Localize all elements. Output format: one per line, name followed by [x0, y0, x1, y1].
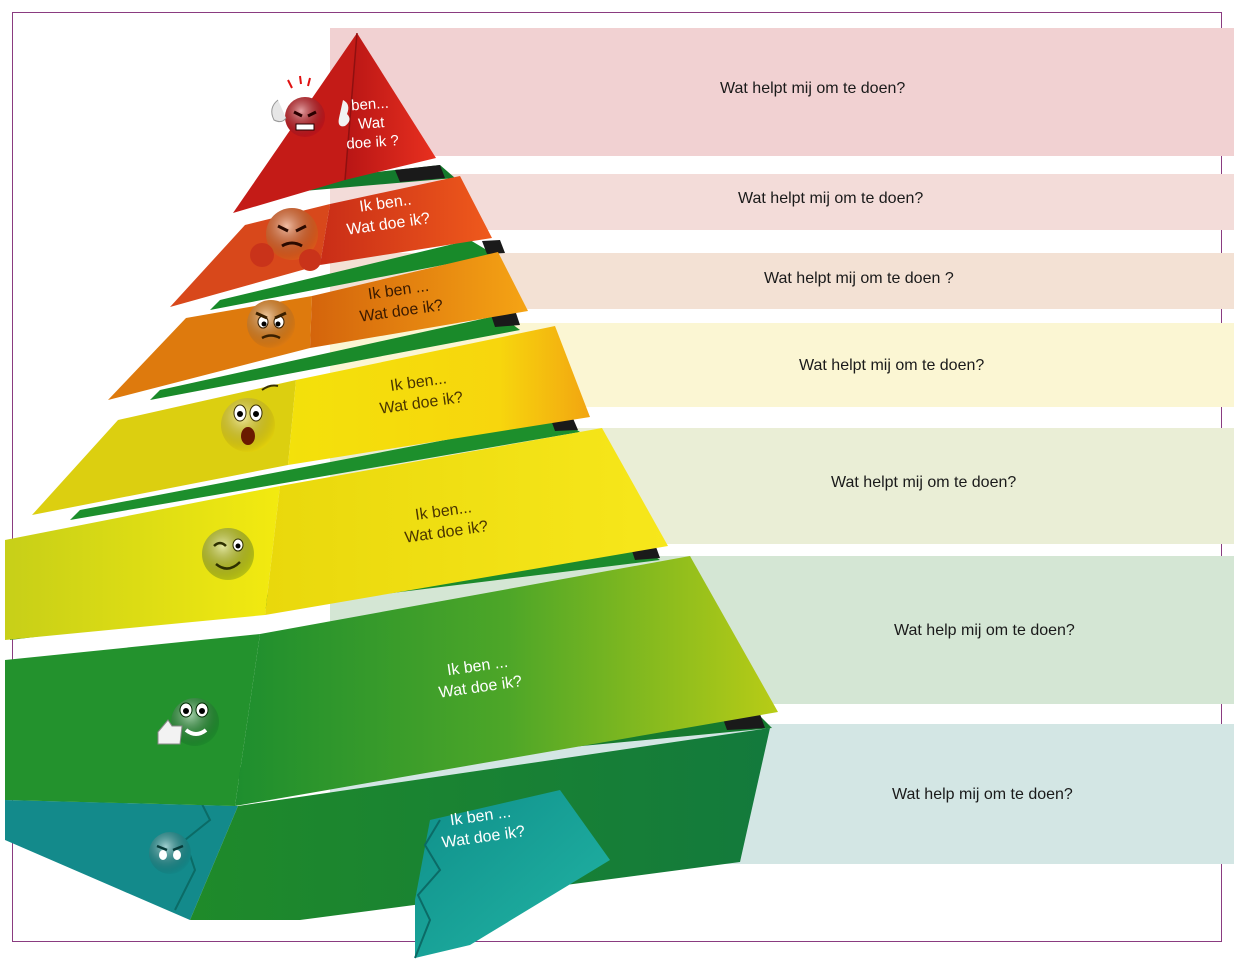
- angry-boxing-face-icon: [250, 208, 321, 271]
- answer-prompt: Wat helpt mij om te doen ?: [764, 270, 954, 287]
- tier-1-label: ben... Wat doe ik ?: [343, 93, 400, 154]
- answer-band-1[interactable]: Wat helpt mij om te doen?: [330, 28, 1234, 156]
- tier-1-line1: ben...: [350, 94, 390, 115]
- answer-prompt: Wat help mij om te doen?: [892, 786, 1073, 803]
- thumbs-up-face-icon: [157, 698, 219, 746]
- answer-prompt: Wat helpt mij om te doen?: [799, 357, 985, 374]
- answer-prompt: Wat helpt mij om te doen?: [831, 474, 1017, 491]
- tier-6[interactable]: [5, 556, 778, 806]
- sad-face-icon: [149, 832, 191, 874]
- furious-smoking-face-icon: [271, 75, 350, 137]
- tier-7[interactable]: [5, 728, 770, 959]
- tier-5[interactable]: [5, 428, 668, 640]
- winking-face-icon: [202, 528, 254, 580]
- answer-prompt: Wat help mij om te doen?: [894, 622, 1075, 639]
- answer-prompt: Wat helpt mij om te doen?: [738, 190, 924, 207]
- angry-frown-face-icon: [247, 300, 295, 348]
- tier-1-line3: doe ik ?: [345, 132, 400, 153]
- answer-prompt: Wat helpt mij om te doen?: [720, 80, 906, 97]
- surprised-face-icon: [221, 384, 279, 452]
